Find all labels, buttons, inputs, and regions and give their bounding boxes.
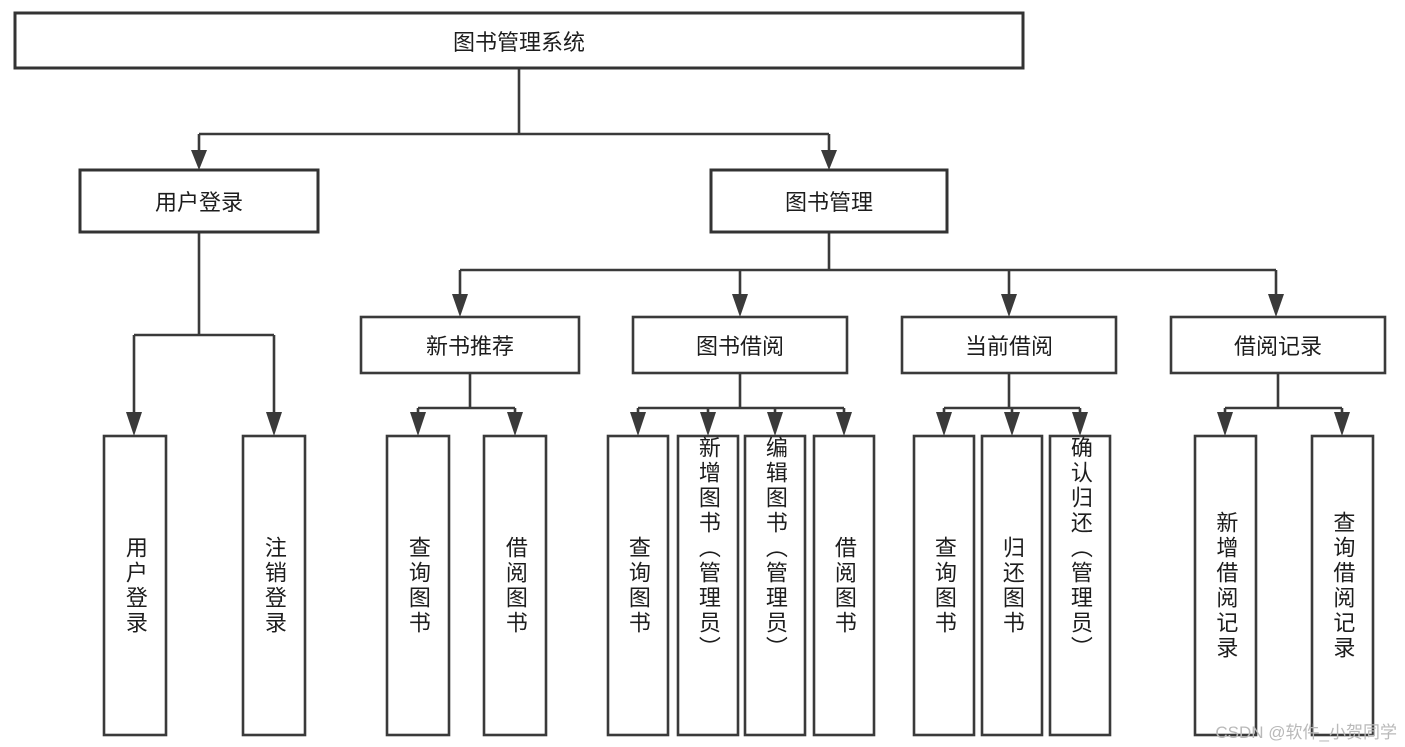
- connectors-book-borrow-to-leaves: [630, 373, 852, 436]
- node-leaf-borrow-book[interactable]: [814, 436, 874, 735]
- node-leaf-query-book-recommend[interactable]: [387, 436, 449, 735]
- node-box-root[interactable]: [13, 11, 1025, 70]
- arrow-to-book-borrow: [732, 294, 748, 317]
- arrow-to-leaf-add-book: [700, 412, 716, 436]
- connectors-current-borrow-to-leaves: [936, 373, 1088, 436]
- connectors-root-to-level1: [191, 68, 837, 170]
- node-leaf-query-book-borrow[interactable]: [608, 436, 668, 735]
- node-book-manage[interactable]: [711, 170, 947, 232]
- node-box-leaf-borrow-book[interactable]: [812, 434, 876, 737]
- node-book-borrow[interactable]: [633, 317, 847, 373]
- node-leaf-user-logout[interactable]: [243, 436, 305, 735]
- node-box-current-borrow[interactable]: [900, 315, 1118, 375]
- node-box-leaf-query-book-recommend[interactable]: [385, 434, 451, 737]
- node-box-leaf-query-book-borrow[interactable]: [606, 434, 670, 737]
- node-box-book-manage[interactable]: [709, 168, 949, 234]
- arrow-to-leaf-confirm-return: [1072, 412, 1088, 436]
- node-box-leaf-confirm-return[interactable]: [1048, 434, 1112, 737]
- arrow-to-leaf-return-book: [1004, 412, 1020, 436]
- node-root[interactable]: [15, 13, 1023, 68]
- node-leaf-return-book[interactable]: [982, 436, 1042, 735]
- arrow-to-leaf-add-borrow-record: [1217, 412, 1233, 436]
- node-user-login[interactable]: [80, 170, 318, 232]
- arrow-to-leaf-query-book-recommend: [410, 412, 426, 436]
- arrow-to-leaf-query-book-current: [936, 412, 952, 436]
- arrow-to-leaf-borrow-book-recommend: [507, 412, 523, 436]
- arrow-to-user-login: [191, 150, 207, 170]
- node-leaf-borrow-book-recommend[interactable]: [484, 436, 546, 735]
- node-box-leaf-query-borrow-record[interactable]: [1310, 434, 1375, 737]
- arrow-to-leaf-query-book-borrow: [630, 412, 646, 436]
- node-borrow-record[interactable]: [1171, 317, 1385, 373]
- arrow-to-current-borrow: [1001, 294, 1017, 317]
- node-new-book-recommend[interactable]: [361, 317, 579, 373]
- arrow-to-book-manage: [821, 150, 837, 170]
- node-box-leaf-edit-book[interactable]: [743, 434, 807, 737]
- node-leaf-confirm-return[interactable]: [1050, 436, 1110, 735]
- node-leaf-edit-book[interactable]: [745, 436, 805, 735]
- arrow-to-leaf-query-borrow-record: [1334, 412, 1350, 436]
- arrow-to-leaf-borrow-book: [836, 412, 852, 436]
- connectors-borrow-record-to-leaves: [1217, 373, 1350, 436]
- connectors-new-book-recommend-to-leaves: [410, 373, 523, 436]
- node-box-leaf-return-book[interactable]: [980, 434, 1044, 737]
- node-leaf-user-login[interactable]: [104, 436, 166, 735]
- node-leaf-query-borrow-record[interactable]: [1312, 436, 1373, 735]
- node-box-book-borrow[interactable]: [631, 315, 849, 375]
- arrow-to-leaf-user-login: [126, 412, 142, 436]
- node-box-borrow-record[interactable]: [1169, 315, 1387, 375]
- node-leaf-query-book-current[interactable]: [914, 436, 974, 735]
- node-leaf-add-book[interactable]: [678, 436, 738, 735]
- arrow-to-new-book-recommend: [452, 294, 468, 317]
- node-current-borrow[interactable]: [902, 317, 1116, 373]
- arrow-to-borrow-record: [1268, 294, 1284, 317]
- node-box-leaf-add-book[interactable]: [676, 434, 740, 737]
- arrow-to-leaf-edit-book: [767, 412, 783, 436]
- node-box-user-login[interactable]: [78, 168, 320, 234]
- node-box-leaf-query-book-current[interactable]: [912, 434, 976, 737]
- node-leaf-add-borrow-record[interactable]: [1195, 436, 1256, 735]
- connectors-user-login-to-leaves: [126, 232, 282, 436]
- connectors-book-manage-to-level2: [452, 232, 1284, 317]
- arrow-to-leaf-user-logout: [266, 412, 282, 436]
- node-box-leaf-user-login[interactable]: [102, 434, 168, 737]
- node-box-leaf-user-logout[interactable]: [241, 434, 307, 737]
- node-box-leaf-add-borrow-record[interactable]: [1193, 434, 1258, 737]
- node-box-new-book-recommend[interactable]: [359, 315, 581, 375]
- node-box-leaf-borrow-book-recommend[interactable]: [482, 434, 548, 737]
